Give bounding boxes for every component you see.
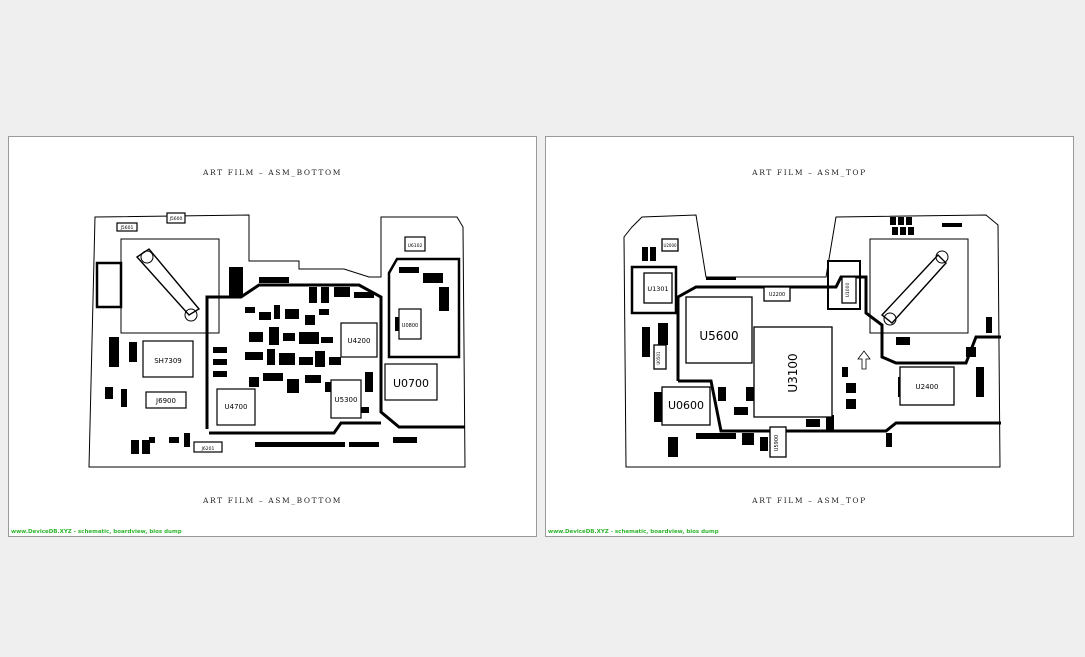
watermark-text: www.DeviceDB.XYZ - schematic, boardview,…	[11, 529, 182, 535]
refdes-u4700: U4700	[225, 403, 248, 411]
art-film-sheet-bottom: ART FILM – ASM_BOTTOM	[8, 136, 537, 537]
chip-j5601	[116, 222, 138, 232]
mount-hole	[184, 308, 198, 322]
refdes-u2400: U2400	[916, 383, 939, 391]
pcb-bottom-drawing: SH7309 J6900 U4700 U4200 U5300 U0700 U08…	[88, 212, 466, 468]
chip-u3100	[753, 326, 833, 418]
art-film-sheet-top: ART FILM – ASM_TOP	[545, 136, 1074, 537]
chip-u0600	[661, 386, 711, 426]
refdes-j5601: J5601	[120, 225, 134, 231]
chip-u4700	[216, 388, 256, 426]
film-title: ART FILM – ASM_BOTTOM	[202, 168, 343, 177]
mount-hole	[140, 250, 154, 264]
shield-frame	[827, 260, 861, 310]
shield-frame	[676, 275, 1001, 381]
chip-u0501	[653, 344, 667, 370]
chip-j6201	[193, 441, 223, 453]
shield-frame	[205, 283, 465, 429]
shield-frame	[387, 257, 461, 359]
shield-frame	[630, 265, 678, 315]
film-title: ART FILM – ASM_TOP	[752, 168, 867, 177]
refdes-j6201: J6201	[201, 446, 215, 452]
refdes-u0600: U0600	[668, 399, 704, 412]
refdes-u1301: U1301	[647, 285, 668, 293]
shield-frame	[678, 379, 1001, 433]
flex-bracket	[880, 253, 947, 324]
chip-u2400	[899, 366, 955, 406]
refdes-u2000: U2000	[663, 243, 677, 248]
refdes-u5900: U5900	[774, 435, 780, 451]
chip-u6102	[404, 236, 426, 252]
refdes-j5600: J5600	[169, 216, 183, 222]
film-footer: ART FILM – ASM_BOTTOM	[202, 496, 343, 505]
refdes-u0700: U0700	[393, 377, 429, 390]
refdes-j6900: J6900	[155, 397, 176, 405]
refdes-u4200: U4200	[348, 337, 371, 345]
shield-frame	[209, 421, 381, 435]
refdes-u2200: U2200	[769, 292, 785, 298]
refdes-u0501: U0501	[656, 351, 661, 365]
refdes-u0800: U0800	[402, 323, 418, 329]
orientation-arrow	[857, 350, 871, 370]
mount-hole	[883, 312, 897, 326]
refdes-u5300: U5300	[335, 396, 358, 404]
chip-u5600	[685, 296, 753, 364]
chip-j6900	[145, 391, 187, 409]
refdes-u6102: U6102	[408, 243, 423, 249]
pcb-top-drawing: U1301 U5600 U3100 U0600 U2400 U2200 U590…	[623, 214, 1001, 468]
camera-window	[120, 238, 220, 334]
shield-frame	[95, 261, 123, 309]
chip-u5900	[769, 426, 787, 458]
mount-hole	[935, 250, 949, 264]
watermark-text: www.DeviceDB.XYZ - schematic, boardview,…	[548, 529, 719, 535]
camera-window	[869, 238, 969, 334]
chip-u0800	[398, 308, 422, 340]
chip-u1000	[841, 276, 857, 304]
chip-sh7309	[142, 340, 194, 378]
chip-u1301	[643, 272, 673, 304]
chip-u5300	[330, 379, 362, 419]
refdes-u3100: U3100	[786, 353, 800, 392]
chip-u4200	[340, 322, 378, 358]
film-footer: ART FILM – ASM_TOP	[752, 496, 867, 505]
refdes-u1000: U1000	[845, 282, 851, 297]
refdes-sh7309: SH7309	[154, 357, 182, 365]
component-field	[642, 217, 992, 457]
refdes-u5600: U5600	[699, 329, 738, 343]
chip-j5600	[166, 212, 186, 224]
chip-u0700	[384, 363, 438, 401]
chip-u2200	[763, 286, 791, 302]
chip-u2000	[661, 238, 679, 252]
